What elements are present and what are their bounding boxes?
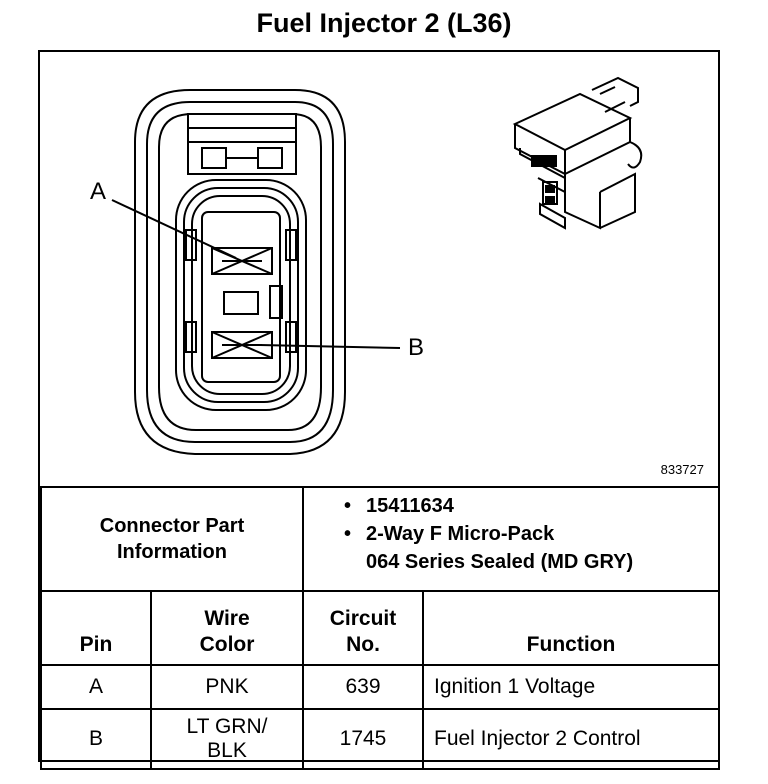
- connector-part-info-value: 15411634 2-Way F Micro-Pack 064 Series S…: [302, 486, 720, 592]
- connector-iso-view: [512, 76, 643, 230]
- cell-circuit: 639: [302, 664, 424, 710]
- seal-ring-outer: [175, 179, 307, 411]
- housing-inner: [146, 101, 334, 443]
- table-row: B LT GRN/ BLK 1745 Fuel Injector 2 Contr…: [40, 708, 720, 770]
- cavity-frame: [201, 211, 281, 383]
- connector-table: Connector Part Information 15411634 2-Wa…: [40, 486, 720, 770]
- housing-outer: [134, 89, 346, 455]
- cell-wire-color: PNK: [150, 664, 304, 710]
- key-center: [223, 291, 259, 315]
- cell-wire-color: LT GRN/ BLK: [150, 708, 304, 770]
- header-wire-color: Wire Color: [150, 590, 304, 666]
- terminal-a: [211, 247, 273, 275]
- connector-part-info-row: Connector Part Information 15411634 2-Wa…: [40, 486, 720, 592]
- page-title: Fuel Injector 2 (L36): [256, 8, 512, 38]
- key-side: [269, 285, 283, 319]
- housing-inner2: [158, 113, 322, 431]
- pin-label-b: B: [408, 334, 425, 361]
- figure-number: 833727: [660, 462, 704, 477]
- cell-pin: A: [40, 664, 152, 710]
- connector-face-drawing: [111, 76, 643, 455]
- table-row: A PNK 639 Ignition 1 Voltage: [40, 664, 720, 710]
- header-function: Function: [422, 590, 720, 666]
- header-pin: Pin: [40, 590, 152, 666]
- cell-function: Fuel Injector 2 Control: [422, 708, 720, 770]
- pin-label-a: A: [90, 178, 107, 205]
- leader-a: [111, 199, 237, 259]
- leader-b: [259, 344, 401, 349]
- connector-part-info-label: Connector Part Information: [40, 486, 304, 592]
- part-number: 15411634: [344, 492, 718, 520]
- seal-ring-inner: [191, 195, 291, 395]
- cell-function: Ignition 1 Voltage: [422, 664, 720, 710]
- connector-frame: A B 833727 Connector Part Information 15…: [38, 50, 720, 770]
- connector-diagram: A B 833727: [40, 52, 718, 486]
- cell-circuit: 1745: [302, 708, 424, 770]
- cell-pin: B: [40, 708, 152, 770]
- connector-description: 2-Way F Micro-Pack 064 Series Sealed (MD…: [344, 520, 718, 576]
- latch: [187, 113, 297, 175]
- seal-ring-mid: [183, 187, 299, 403]
- table-header-row: Pin Wire Color Circuit No. Function: [40, 590, 720, 666]
- header-circuit: Circuit No.: [302, 590, 424, 666]
